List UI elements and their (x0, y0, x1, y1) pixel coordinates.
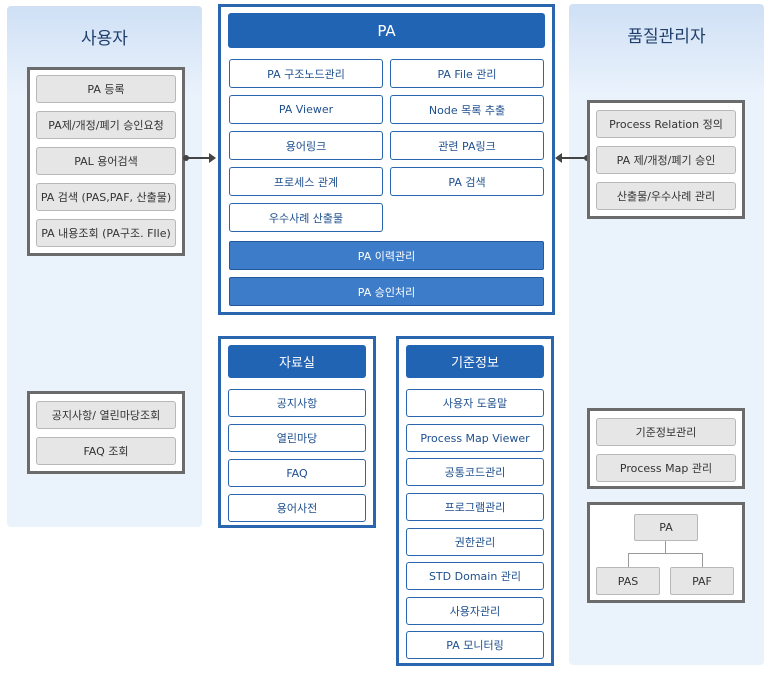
related-pa-link-button[interactable]: 관련 PA링크 (390, 131, 544, 160)
node-list-extract-button[interactable]: Node 목록 추출 (390, 95, 544, 124)
user-board-box: 공지사항/ 열린마당조회 FAQ 조회 (27, 391, 185, 474)
tree-child-paf[interactable]: PAF (670, 567, 734, 595)
pa-box: PA PA 구조노드관리 PA File 관리 PA Viewer Node 목… (218, 4, 555, 315)
qa-functions-box: Process Relation 정의 PA 제/개정/폐기 승인 산출물/우수… (587, 100, 745, 219)
program-manage-button[interactable]: 프로그램관리 (406, 493, 544, 521)
user-term-search-button[interactable]: PAL 용어검색 (36, 147, 176, 175)
user-help-button[interactable]: 사용자 도움말 (406, 389, 544, 417)
pa-monitoring-button[interactable]: PA 모니터링 (406, 631, 544, 659)
standard-info-manage-button[interactable]: 기준정보관리 (596, 418, 736, 446)
user-faq-view-button[interactable]: FAQ 조회 (36, 437, 176, 465)
tree-root-pa[interactable]: PA (634, 514, 698, 541)
process-map-viewer-button[interactable]: Process Map Viewer (406, 424, 544, 452)
tree-connector-horizontal (628, 553, 703, 554)
best-practice-output-button[interactable]: 우수사례 산출물 (229, 203, 383, 232)
user-column-title: 사용자 (81, 29, 128, 49)
user-pa-content-view-button[interactable]: PA 내용조회 (PA구조. FIle) (36, 219, 176, 247)
process-map-manage-button[interactable]: Process Map 관리 (596, 454, 736, 482)
pa-node-structure-button[interactable]: PA 구조노드관리 (229, 59, 383, 88)
process-relation-button[interactable]: 프로세스 관계 (229, 167, 383, 196)
permission-manage-button[interactable]: 권한관리 (406, 528, 544, 556)
user-pa-register-button[interactable]: PA 등록 (36, 75, 176, 103)
arrow-right-icon (209, 153, 216, 163)
standard-info-header: 기준정보 (406, 345, 544, 378)
user-pa-search-button[interactable]: PA 검색 (PAS,PAF, 산출물) (36, 183, 176, 211)
pa-revision-approval-button[interactable]: PA 제/개정/폐기 승인 (596, 146, 736, 174)
standard-info-box: 기준정보 사용자 도움말 Process Map Viewer 공통코드관리 프… (396, 336, 554, 666)
user-to-pa-connector (185, 157, 209, 159)
pa-file-manage-button[interactable]: PA File 관리 (390, 59, 544, 88)
output-best-practice-manage-button[interactable]: 산출물/우수사례 관리 (596, 182, 736, 210)
tree-connector-right (702, 553, 703, 567)
pa-header: PA (228, 13, 545, 48)
library-notice-button[interactable]: 공지사항 (228, 389, 366, 417)
library-header: 자료실 (228, 345, 366, 378)
library-dictionary-button[interactable]: 용어사전 (228, 494, 366, 522)
tree-connector-left (628, 553, 629, 567)
user-notice-view-button[interactable]: 공지사항/ 열린마당조회 (36, 401, 176, 429)
library-forum-button[interactable]: 열린마당 (228, 424, 366, 452)
qa-column-title: 품질관리자 (627, 27, 706, 47)
tree-child-pas[interactable]: PAS (596, 567, 660, 595)
process-relation-define-button[interactable]: Process Relation 정의 (596, 110, 736, 138)
std-domain-button[interactable]: STD Domain 관리 (406, 562, 544, 590)
pa-search-button[interactable]: PA 검색 (390, 167, 544, 196)
arrow-left-icon (555, 153, 562, 163)
qa-standard-box: 기준정보관리 Process Map 관리 (587, 408, 745, 489)
connector-dot-icon (183, 155, 189, 161)
user-approval-request-button[interactable]: PA제/개정/폐기 승인요청 (36, 111, 176, 139)
pa-tree-box: PA PAS PAF (587, 502, 745, 603)
pa-history-button[interactable]: PA 이력관리 (229, 241, 544, 270)
user-manage-button[interactable]: 사용자관리 (406, 597, 544, 625)
library-faq-button[interactable]: FAQ (228, 459, 366, 487)
qa-to-pa-connector (561, 157, 588, 159)
tree-connector-vertical (665, 541, 666, 553)
term-link-button[interactable]: 용어링크 (229, 131, 383, 160)
user-functions-box: PA 등록 PA제/개정/폐기 승인요청 PAL 용어검색 PA 검색 (PAS… (27, 67, 185, 256)
library-box: 자료실 공지사항 열린마당 FAQ 용어사전 (218, 336, 376, 528)
pa-viewer-button[interactable]: PA Viewer (229, 95, 383, 124)
common-code-button[interactable]: 공통코드관리 (406, 458, 544, 486)
pa-approval-button[interactable]: PA 승인처리 (229, 277, 544, 306)
